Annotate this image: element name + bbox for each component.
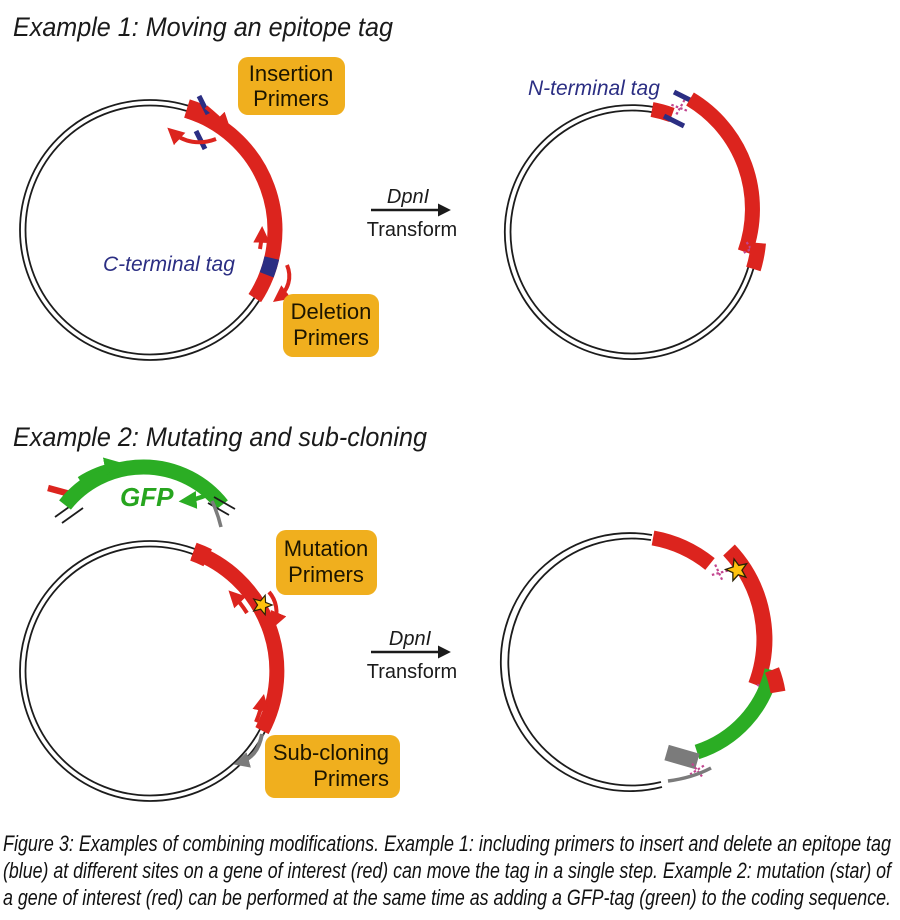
gene-3prime-stub: [764, 667, 786, 694]
caption-line3: a gene of interest (red) can be performe…: [3, 885, 891, 910]
gfp-text: GFP: [120, 482, 174, 512]
deletion-primers-label: Deletion Primers: [283, 294, 379, 357]
subcloning-primers-line1: Sub-cloning: [273, 740, 389, 765]
mutation-primers-line2: Primers: [288, 562, 364, 587]
reaction-step-1: DpnI Transform: [367, 186, 457, 241]
n-tag-half-bar-lower: [662, 113, 686, 129]
insertion-primer-arrow-reverse: [167, 127, 217, 146]
plasmid-ex2-template: [19, 540, 287, 802]
example1-section: Example 1: Moving an epitope tag C-termi…: [13, 12, 766, 361]
vector-homology-block: [664, 744, 700, 770]
deletion-primer-arrow-up: [253, 225, 271, 250]
product-backbone-inner: [509, 109, 751, 355]
subcloning-primer-arrow-gray: [233, 733, 264, 768]
transform-text-2: Transform: [367, 661, 457, 683]
c-terminal-tag-segment: [259, 256, 280, 278]
deletion-primers-line2: Primers: [293, 325, 369, 350]
fragment-end-line: [61, 507, 84, 524]
fragment-end-line: [207, 502, 230, 516]
gene-of-interest-arc-moved: [686, 92, 760, 255]
subcloning-primers-box: [265, 735, 400, 798]
caption-line2: (blue) at different sites on a gene of i…: [3, 858, 893, 883]
c-terminal-tag-text: C-terminal tag: [103, 253, 235, 276]
annealing-x-mark: [670, 99, 690, 117]
gfp-arc: [59, 459, 228, 510]
insertion-primers-box: [238, 57, 345, 115]
product-backbone-outer: [499, 532, 663, 792]
subcloning-primers-label: Sub-cloning Primers: [265, 735, 400, 798]
plasmid-ex1-template: C-terminal tag: [19, 94, 292, 361]
insertion-primers-line2: Primers: [253, 86, 329, 111]
insertion-primers-label: Insertion Primers: [238, 57, 345, 115]
mutation-primers-box: [276, 530, 377, 595]
gfp-primer-arrow-forward: [77, 457, 123, 481]
caption-line1: Figure 3: Examples of combining modifica…: [3, 831, 892, 856]
enzyme-text-1: DpnI: [387, 186, 430, 208]
reaction-step-2: DpnI Transform: [367, 628, 457, 683]
figure-caption: Figure 3: Examples of combining modifica…: [3, 831, 893, 910]
mutation-primers-line1: Mutation: [284, 536, 368, 561]
n-terminal-tag-text: N-terminal tag: [528, 77, 660, 100]
annealing-x-mark: [709, 564, 729, 582]
mutation-primers-label: Mutation Primers: [276, 530, 377, 595]
gene-5prime-segment: [651, 530, 715, 570]
insertion-primers-line1: Insertion: [249, 61, 333, 86]
gfp-primer-arrow-reverse: [178, 490, 210, 509]
example2-section: Example 2: Mutating and sub-cloning GFP: [13, 422, 786, 802]
example1-title: Example 1: Moving an epitope tag: [13, 12, 393, 42]
deletion-primer-arrow-down: [272, 264, 292, 303]
mutation-primer-arrow-down: [267, 590, 287, 629]
product-backbone-outer: [503, 104, 756, 361]
subcloning-primer-arrow-up: [252, 694, 269, 723]
subcloning-primers-line2: Primers: [313, 766, 389, 791]
example2-title: Example 2: Mutating and sub-cloning: [13, 422, 427, 452]
product-backbone-inner: [507, 537, 662, 787]
mutation-star-icon: [252, 593, 274, 617]
insertion-primer-arrow-forward: [204, 105, 231, 130]
insertion-primer-tag-bar-bottom: [193, 129, 208, 151]
plasmid-ex1-product: N-terminal tag: [503, 77, 766, 361]
gfp-gray-homology-tail: [210, 500, 223, 528]
vector-gray-tail: [667, 766, 712, 783]
deletion-primers-line1: Deletion: [291, 299, 372, 324]
gene-mutated-arc: [723, 544, 773, 688]
gfp-fragment: GFP: [47, 457, 236, 528]
mutation-primer-arrow-up: [228, 590, 249, 615]
plasmid-ex2-product: [499, 530, 786, 792]
insertion-primer-tag-bar-top: [196, 94, 211, 116]
gfp-fused-arc: [694, 668, 780, 760]
transform-text-1: Transform: [367, 219, 457, 241]
fragment-end-line: [213, 496, 236, 510]
enzyme-text-2: DpnI: [389, 628, 432, 650]
mutation-star-icon: [723, 557, 749, 583]
gene-of-interest-arc: [190, 544, 285, 735]
deletion-primers-box: [283, 294, 379, 357]
gene-start-stub: [650, 102, 675, 123]
gene-end-stub: [746, 242, 766, 272]
